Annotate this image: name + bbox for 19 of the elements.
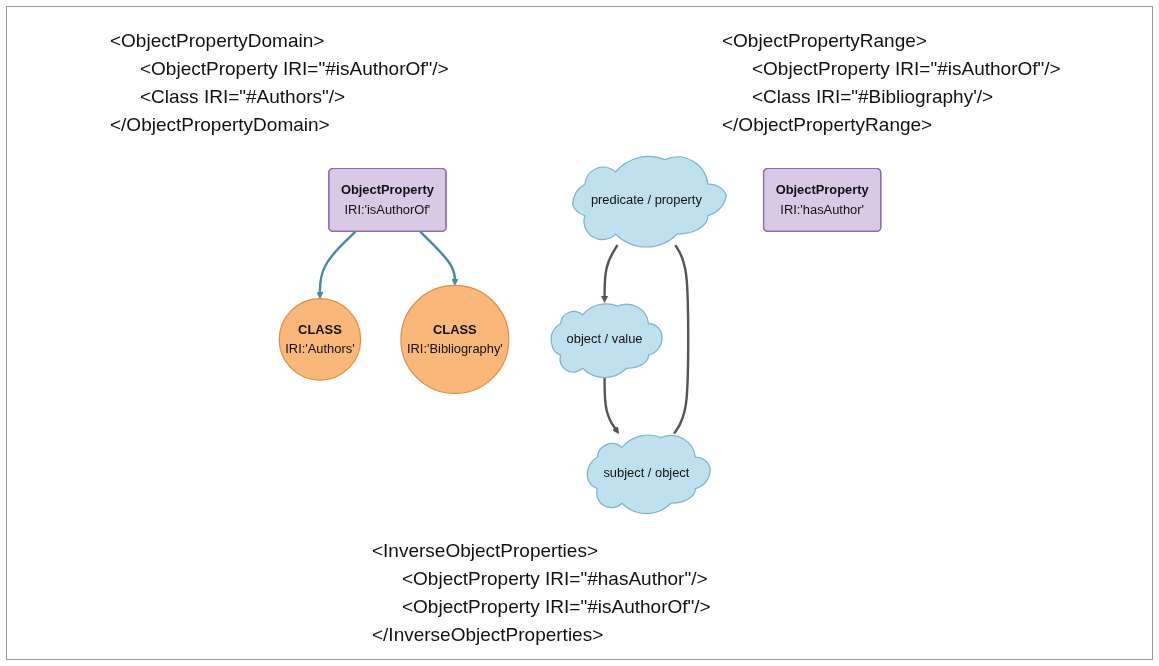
code-line: <ObjectProperty IRI="#isAuthorOf"/> [752, 58, 1061, 80]
code-line: <ObjectProperty IRI="#isAuthorOf"/> [402, 596, 711, 618]
code-line: <InverseObjectProperties> [372, 540, 598, 562]
arrow [603, 376, 620, 434]
node-circle: CLASS IRI:'Authors' [278, 298, 362, 381]
connector [673, 244, 690, 435]
arrow [601, 244, 619, 303]
node-circle: CLASS IRI:'Bibliography' [400, 284, 510, 394]
code-line: </ObjectPropertyDomain> [110, 114, 330, 136]
code-line: </ObjectPropertyRange> [722, 114, 933, 136]
arrow [316, 230, 357, 299]
code-line: </InverseObjectProperties> [372, 624, 604, 646]
code-line: <Class IRI="#Authors"/> [140, 86, 346, 108]
code-line: <Class IRI="#Bibliography'/> [752, 86, 994, 108]
code-line: <ObjectProperty IRI="#hasAuthor"/> [402, 568, 708, 590]
code-line: <ObjectProperty IRI="#isAuthorOf"/> [140, 58, 449, 80]
code-line: <ObjectPropertyRange> [722, 30, 927, 52]
arrow [419, 230, 459, 286]
code-line: <ObjectPropertyDomain> [110, 30, 325, 52]
